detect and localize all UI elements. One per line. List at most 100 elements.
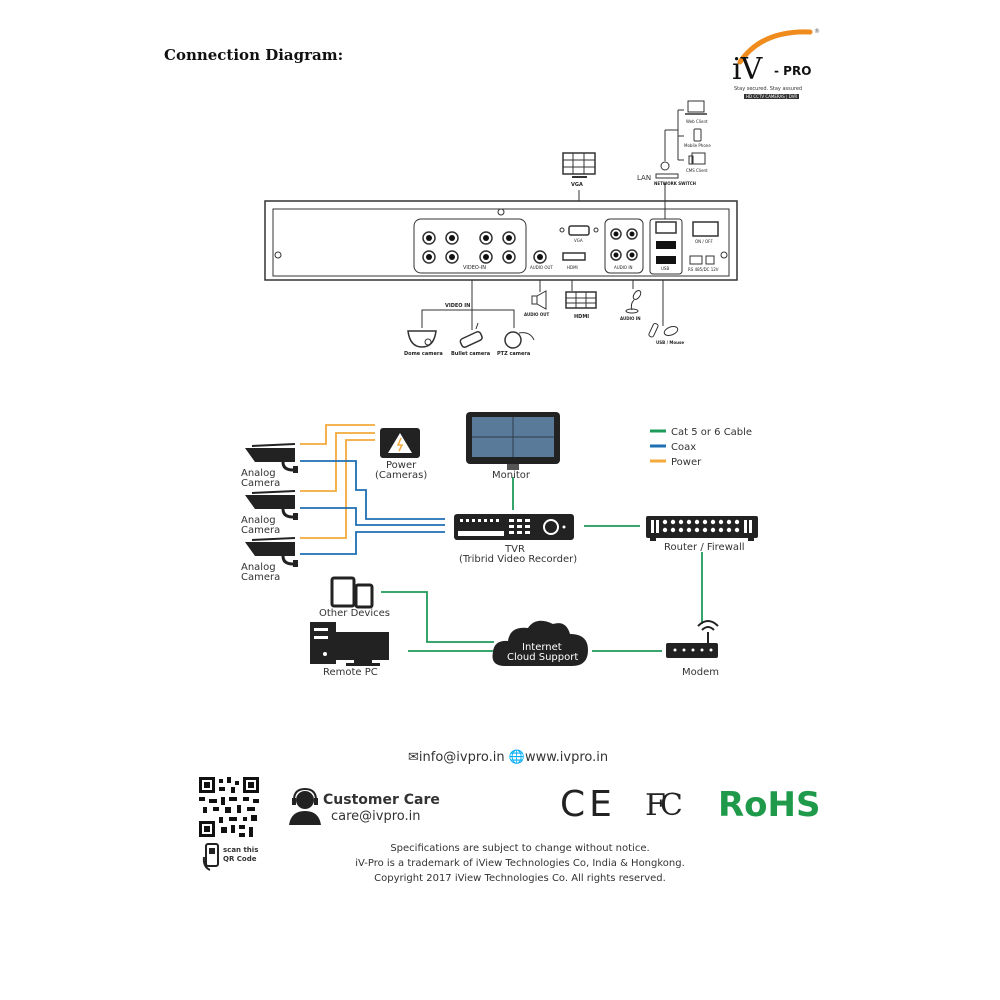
audio-out-label: AUDIO OUT (524, 312, 549, 317)
usb-port (656, 241, 676, 249)
ptz-camera-icon (504, 331, 535, 349)
router-port-dot (734, 527, 740, 533)
dome-camera-label: Dome camera (404, 351, 443, 357)
ivpro-logo: ® iV - PRO Stay secured. Stay assured HD… (722, 26, 822, 99)
audio-in-ports (610, 228, 638, 261)
cat5-cables (381, 477, 703, 652)
lan-label: LAN (637, 174, 651, 182)
analog-camera-icon (245, 537, 298, 567)
legend-label-power: Power (671, 457, 702, 468)
lan-port (655, 221, 677, 234)
router-port-dot (670, 519, 676, 525)
website-link[interactable]: www.ivpro.in (524, 750, 609, 765)
contact-line: ✉info@ivpro.in 🌐www.ivpro.in (408, 750, 608, 765)
phone-scan-icon (202, 843, 219, 871)
web-client-label: Web Client (686, 119, 708, 124)
video-in-port-label: VIDEO-IN (463, 265, 486, 271)
registered-mark: ® (814, 28, 820, 35)
legend-label-coax: Coax (671, 442, 696, 453)
tvr-label: TVR (504, 544, 525, 555)
hdmi-port (562, 252, 586, 261)
customer-care-email[interactable]: care@ivpro.in (331, 809, 421, 824)
power-cables (300, 424, 375, 539)
logo-tagline: Stay secured. Stay assured (734, 86, 803, 92)
router-port-dot (710, 519, 716, 525)
power-label: Power (386, 460, 417, 471)
network-switch-label: NETWORK SWITCH (654, 181, 696, 186)
qr-code[interactable] (199, 777, 259, 837)
audio-out-port-label: AUDIO OUT (530, 265, 553, 270)
other-devices-icon (330, 576, 374, 609)
microphone-icon (625, 290, 642, 314)
speaker-icon (531, 290, 547, 310)
cloud-icon (492, 620, 588, 666)
router-port-dot (718, 527, 724, 533)
usb-port (656, 256, 676, 264)
video-in-label: VIDEO IN (445, 303, 470, 309)
router-port-dot (662, 519, 668, 525)
router-port-dot (686, 527, 692, 533)
customer-care-title: Customer Care (323, 792, 440, 808)
network-switch-icon (655, 173, 679, 179)
bullet-camera-icon (459, 322, 483, 348)
analog-camera-icon (245, 443, 298, 473)
disclaimer: Specifications are subject to change wit… (320, 841, 720, 886)
router-firewall-icon (646, 516, 758, 541)
ptz-camera-label: PTZ camera (497, 351, 530, 357)
screw-icon (720, 251, 728, 259)
power-port-label: RS 485/DC 12V (688, 267, 719, 272)
cms-client-label: CMS Client (686, 168, 708, 173)
router-port-dot (662, 527, 668, 533)
video-in-block (413, 218, 527, 274)
hdmi-port-label: HDMI (567, 265, 578, 270)
usb-mouse-icon (648, 322, 679, 338)
bnc-connectors (422, 231, 516, 264)
usb-mouse-label: USB / Mouse (656, 340, 684, 345)
audio-in-port-label: AUDIO IN (614, 265, 633, 270)
mobile-phone-icon (693, 128, 702, 142)
rs485-terminal (689, 255, 703, 265)
logo-brand: iV (732, 52, 762, 87)
mobile-phone-label: Mobile Phone (684, 143, 711, 148)
audio-in-label: AUDIO IN (620, 316, 641, 321)
audio-in-block (604, 218, 644, 274)
vga-label: VGA (571, 182, 583, 188)
hdmi-label: HDMI (574, 314, 589, 320)
legend: Cat 5 or 6 Cable Coax Power (650, 427, 752, 468)
audio-out-port (533, 250, 547, 264)
router-port-dot (726, 527, 732, 533)
rohs-mark: RoHS (718, 785, 821, 825)
rear-panel-diagram: VIDEO-IN AUDIO OUT HDMI VGA AUDIO IN USB… (264, 100, 738, 357)
monitor-icon (466, 412, 560, 470)
envelope-icon: ✉ (408, 750, 419, 765)
email-link[interactable]: info@ivpro.in (418, 750, 505, 765)
other-devices-label: Other Devices (319, 608, 390, 619)
router-port-dot (670, 527, 676, 533)
dome-camera-icon (407, 330, 437, 348)
remote-pc-label: Remote PC (323, 667, 378, 678)
router-label: Router / Firewall (664, 542, 745, 553)
coax-cables (300, 460, 445, 555)
legend-label-cat5: Cat 5 or 6 Cable (671, 427, 752, 438)
tvr-sub-label: (Tribrid Video Recorder) (459, 554, 577, 565)
screw-icon (274, 251, 282, 259)
vga-port (568, 225, 590, 236)
router-port-dot (694, 519, 700, 525)
vga-port-label: VGA (574, 238, 583, 243)
ce-mark: CE (560, 784, 616, 825)
scan-qr-text: scan this QR Code (223, 846, 259, 863)
router-port-dot (710, 527, 716, 533)
hand-icon (660, 161, 670, 171)
dvr-chassis (264, 200, 738, 281)
power-sub-label: (Cameras) (375, 470, 427, 481)
disclaimer-line: iV-Pro is a trademark of iView Technolog… (355, 858, 685, 869)
router-port-dot (678, 519, 684, 525)
router-port-dot (686, 519, 692, 525)
logo-swoosh-icon (737, 29, 813, 65)
cloud-label-2: Cloud Support (507, 652, 578, 663)
router-port-dot (694, 527, 700, 533)
vga-monitor-icon (562, 152, 596, 178)
